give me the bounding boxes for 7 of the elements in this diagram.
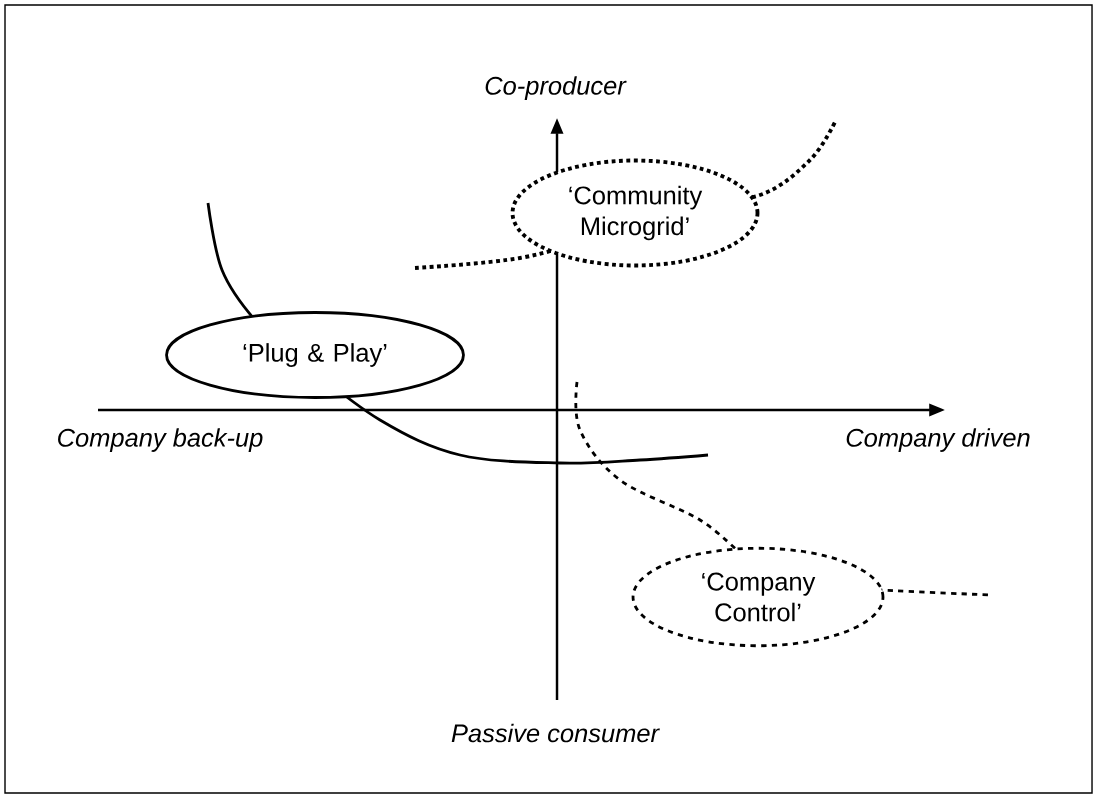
ellipse-node: ‘Company Control’ [631,546,885,648]
ellipse-node: ‘Plug & Play’ [165,311,465,399]
axis-label: Company back-up [58,428,263,452]
ellipse-node: ‘Community Microgrid’ [510,158,760,268]
axis-label: Co-producer [485,76,627,100]
axis-label: Company driven [846,428,1030,452]
axis-label: Passive consumer [451,723,660,743]
